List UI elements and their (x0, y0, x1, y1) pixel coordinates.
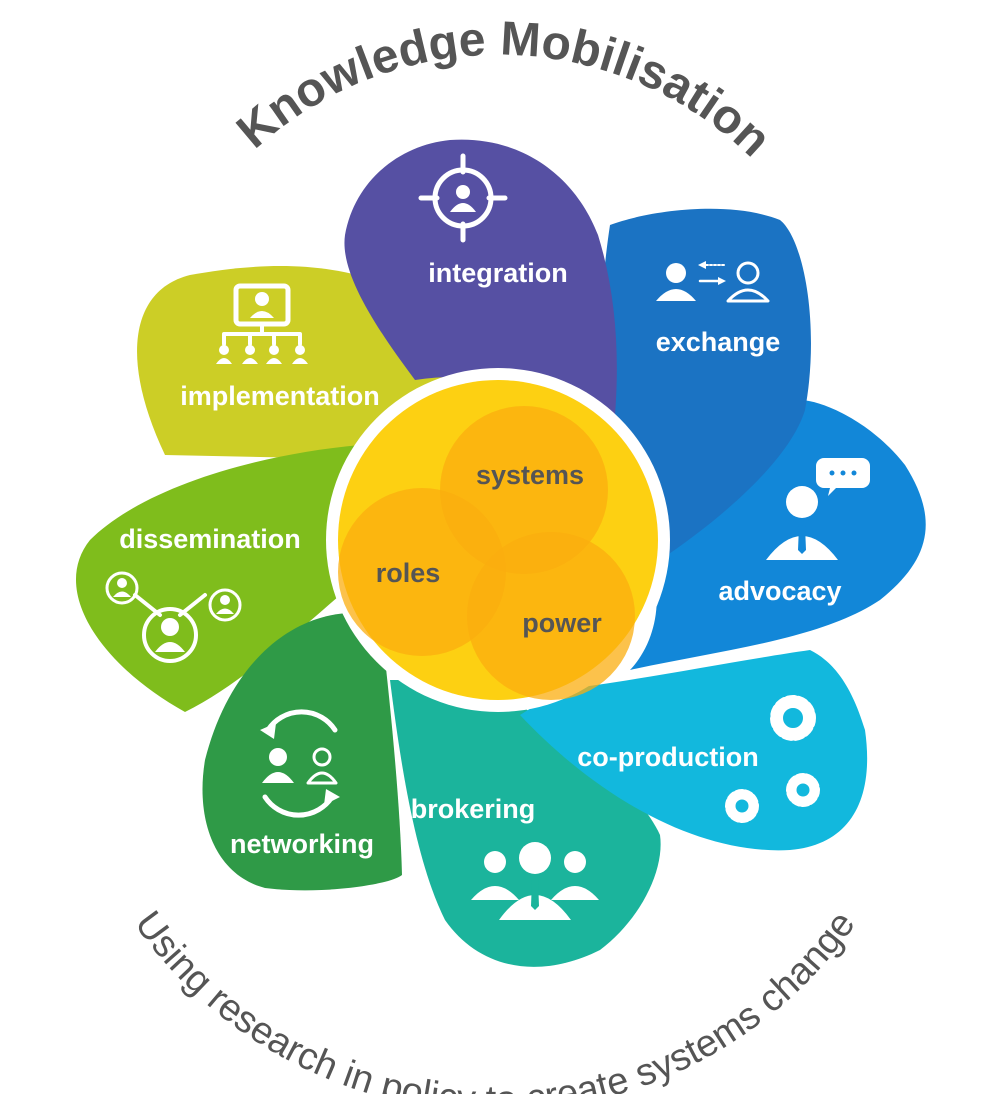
cycle-people-icon (260, 709, 340, 818)
core-circle-roles (338, 488, 506, 656)
petal-co-production: co-production (520, 650, 868, 851)
diagram-title: Knowledge Mobilisation (227, 12, 781, 167)
petal-networking: networking (202, 612, 402, 891)
petal-networking-shape (202, 612, 402, 891)
hierarchy-screen-icon (216, 283, 308, 364)
core-label-systems: systems (476, 460, 584, 490)
petal-brokering: brokering (390, 680, 661, 967)
petal-co-production-label: co-production (577, 742, 758, 772)
core-label-power: power (522, 608, 602, 638)
petal-exchange-label: exchange (656, 327, 781, 357)
speaking-person-icon (766, 458, 870, 560)
petal-brokering-label: brokering (411, 794, 536, 824)
gears-icon (725, 695, 820, 823)
petal-networking-label: networking (230, 829, 374, 859)
target-person-icon (418, 153, 508, 243)
network-people-icon (105, 571, 242, 663)
petal-integration-shape (344, 139, 617, 415)
group-icon (471, 842, 599, 920)
petal-advocacy: advocacy (630, 400, 926, 670)
core-circle-power (467, 532, 635, 700)
petal-integration: integration (344, 139, 617, 415)
petal-integration-label: integration (428, 258, 568, 288)
petal-dissemination: dissemination (75, 445, 370, 712)
person-exchange-icon (656, 261, 770, 303)
petal-dissemination-label: dissemination (119, 524, 301, 554)
core-label-roles: roles (376, 558, 441, 588)
petal-dissemination-shape (75, 445, 370, 712)
petal-implementation-label: implementation (180, 381, 380, 411)
petal-advocacy-label: advocacy (718, 576, 841, 606)
core: systems roles power (326, 368, 670, 712)
